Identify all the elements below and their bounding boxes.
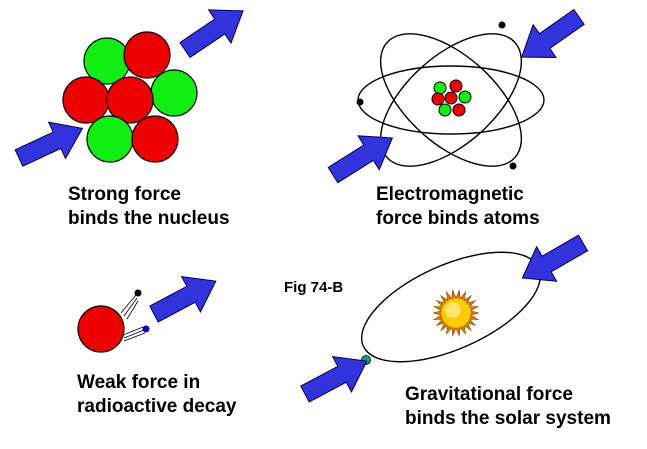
strong-force-caption-line1: Strong force: [68, 184, 181, 205]
blue-block-arrow-icon: [295, 342, 377, 413]
sun-icon: [432, 289, 480, 337]
emitted-electron: [134, 289, 142, 297]
strong-force-caption-line2: binds the nucleus: [68, 208, 230, 229]
blue-block-arrow-icon: [321, 120, 404, 193]
neutron: [150, 69, 198, 117]
electron: [356, 98, 364, 106]
blue-block-arrow-icon: [144, 262, 226, 333]
atom-nucleus: [431, 79, 472, 117]
sun-highlight: [445, 302, 461, 318]
neutron: [86, 115, 134, 163]
electron: [509, 162, 517, 170]
gravitational-force-caption-line2: binds the solar system: [405, 408, 611, 429]
strong-force-caption: Strong force binds the nucleus: [68, 183, 230, 231]
figure-label: Fig 74-B: [284, 279, 344, 296]
gravitational-force-caption: Gravitational force binds the solar syst…: [405, 383, 611, 431]
electromagnetic-force-caption-line2: force binds atoms: [376, 208, 540, 229]
emitted-neutrino: [142, 325, 150, 333]
proton: [62, 76, 110, 124]
weak-force-caption-line2: radioactive decay: [77, 396, 237, 417]
weak-force-caption: Weak force in radioactive decay: [77, 371, 236, 419]
electron: [498, 21, 506, 29]
electromagnetic-force-caption-line1: Electromagnetic: [376, 184, 524, 205]
proton: [131, 115, 179, 163]
gravitational-force-caption-line1: Gravitational force: [405, 384, 573, 405]
nucleus-cluster: [62, 31, 198, 163]
electromagnetic-force-caption: Electromagnetic force binds atoms: [376, 183, 540, 231]
blue-block-arrow-icon: [173, 0, 255, 68]
decaying-nucleus: [77, 305, 125, 353]
decay-trails: [120, 294, 146, 342]
blue-block-arrow-icon: [511, 225, 594, 296]
proton: [123, 31, 171, 79]
proton: [106, 76, 154, 124]
weak-force-caption-line1: Weak force in: [77, 372, 201, 393]
